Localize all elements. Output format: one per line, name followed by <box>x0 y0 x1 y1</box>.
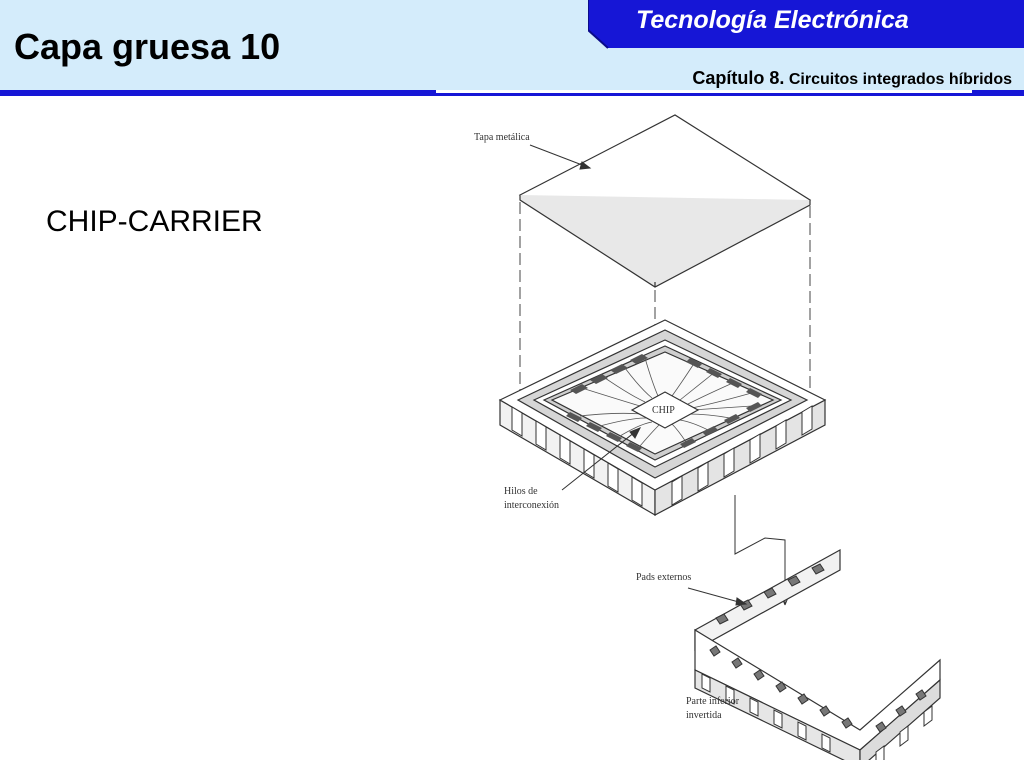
chapter-line: Capítulo 8. Circuitos integrados híbrido… <box>692 68 1012 89</box>
label-lid: Tapa metálica <box>474 132 530 143</box>
arrow-wires <box>561 427 642 491</box>
chapter-prefix: Capítulo 8. <box>692 68 785 88</box>
chapter-name: Circuitos integrados híbridos <box>788 71 1012 88</box>
label-wires-line2: interconexión <box>504 500 559 511</box>
chip <box>630 391 700 429</box>
carrier-castellations <box>511 405 813 507</box>
arrow-lid <box>529 144 592 170</box>
header-rule <box>0 90 1024 96</box>
label-bottom-line1: Parte inferior <box>686 696 740 707</box>
course-tab <box>588 0 1024 50</box>
label-pads: Pads externos <box>636 572 691 583</box>
chip-carrier-figure: Tapa metálica <box>440 110 960 768</box>
subtitle: CHIP-CARRIER <box>46 205 263 238</box>
label-bottom-line2: invertida <box>686 710 722 721</box>
bottom-view-castellations <box>701 673 933 767</box>
header-rule-gap <box>436 90 972 93</box>
label-wires-line1: Hilos de <box>504 486 538 497</box>
course-title: Tecnología Electrónica <box>636 6 909 34</box>
chip-carrier-drawing: Tapa metálica <box>474 114 941 768</box>
bottom-view <box>694 548 941 768</box>
course-tab-shape <box>588 0 1024 49</box>
slide-title: Capa gruesa 10 <box>14 26 281 67</box>
metal-lid <box>518 114 812 288</box>
arrow-pads <box>687 587 748 606</box>
label-chip: CHIP <box>652 405 675 416</box>
bottom-view-pads <box>709 563 927 733</box>
